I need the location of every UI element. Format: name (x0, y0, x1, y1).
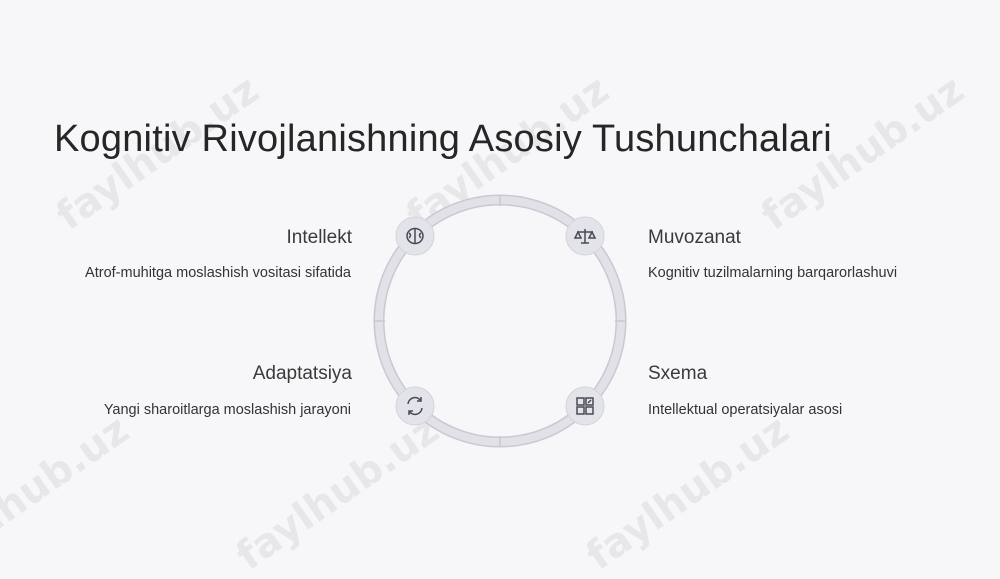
concept-label-muvozanat: Muvozanat (648, 227, 741, 248)
scale-icon (573, 229, 597, 244)
concept-description-intellekt: Atrof-muhitga moslashish vositasi sifati… (85, 265, 351, 281)
brain-icon (406, 227, 424, 245)
puzzle-icon (576, 397, 594, 415)
page-title: Kognitiv Rivojlanishning Asosiy Tushunch… (54, 118, 832, 160)
concept-cycle-diagram (373, 194, 627, 448)
node-sxema (565, 386, 605, 426)
concept-description-adaptatsiya: Yangi sharoitlarga moslashish jarayoni (103, 402, 351, 418)
concept-label-intellekt: Intellekt (286, 227, 352, 248)
node-adaptatsiya (395, 386, 435, 426)
concept-label-adaptatsiya: Adaptatsiya (252, 363, 352, 384)
slide: faylhub.uz faylhub.uz faylhub.uz faylhub… (0, 67, 972, 579)
concept-label-sxema: Sxema (648, 363, 708, 384)
node-muvozanat (565, 216, 605, 256)
cycle-icon (407, 396, 423, 416)
node-intellekt (395, 216, 435, 256)
concept-description-sxema: Intellektual operatsiyalar asosi (648, 402, 843, 418)
concept-description-muvozanat: Kognitiv tuzilmalarning barqarorlashuvi (648, 265, 898, 281)
